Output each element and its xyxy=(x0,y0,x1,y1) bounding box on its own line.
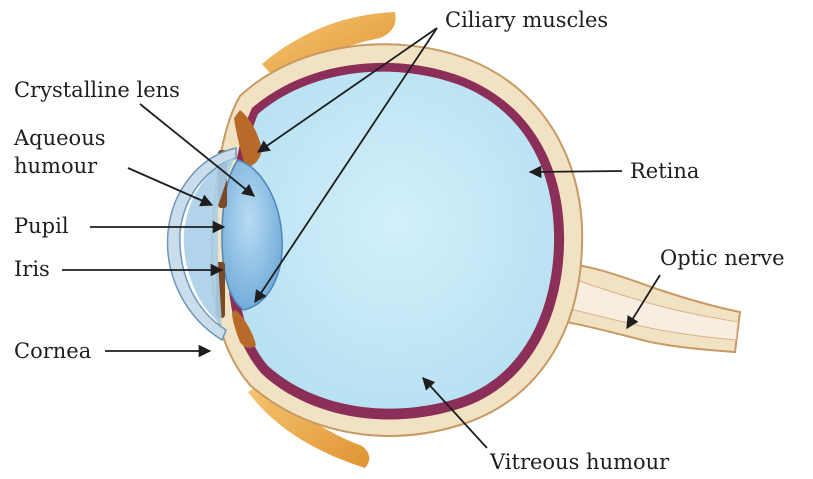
label-crystalline-lens: Crystalline lens xyxy=(14,78,180,102)
retina-pointer xyxy=(528,165,623,179)
cornea-shape xyxy=(166,147,237,342)
label-optic-nerve: Optic nerve xyxy=(660,246,785,270)
label-iris: Iris xyxy=(14,257,50,281)
label-vitreous-humour: Vitreous humour xyxy=(490,450,670,474)
ciliary-body-top xyxy=(234,110,262,168)
ciliary-body-bottom xyxy=(232,310,256,348)
label-retina: Retina xyxy=(630,159,700,183)
aqueous-pointer xyxy=(127,167,214,207)
label-aqueous-humour-line1: Aqueous xyxy=(14,126,106,150)
vitreous-pointer xyxy=(422,377,488,449)
pointer-lines xyxy=(62,27,661,449)
lens-pointer xyxy=(139,103,255,197)
optic-nerve-pointer xyxy=(626,274,661,330)
vitreous-body xyxy=(237,71,555,409)
lens-shape xyxy=(221,159,283,311)
ciliary-pointer-2 xyxy=(254,27,438,304)
label-aqueous-humour-line2: humour xyxy=(14,154,98,178)
aqueous-humour-shape xyxy=(183,158,234,326)
label-pupil: Pupil xyxy=(14,214,69,238)
label-ciliary-muscles: Ciliary muscles xyxy=(445,8,609,32)
label-cornea: Cornea xyxy=(14,339,92,363)
ciliary-pointer-1 xyxy=(256,27,438,153)
